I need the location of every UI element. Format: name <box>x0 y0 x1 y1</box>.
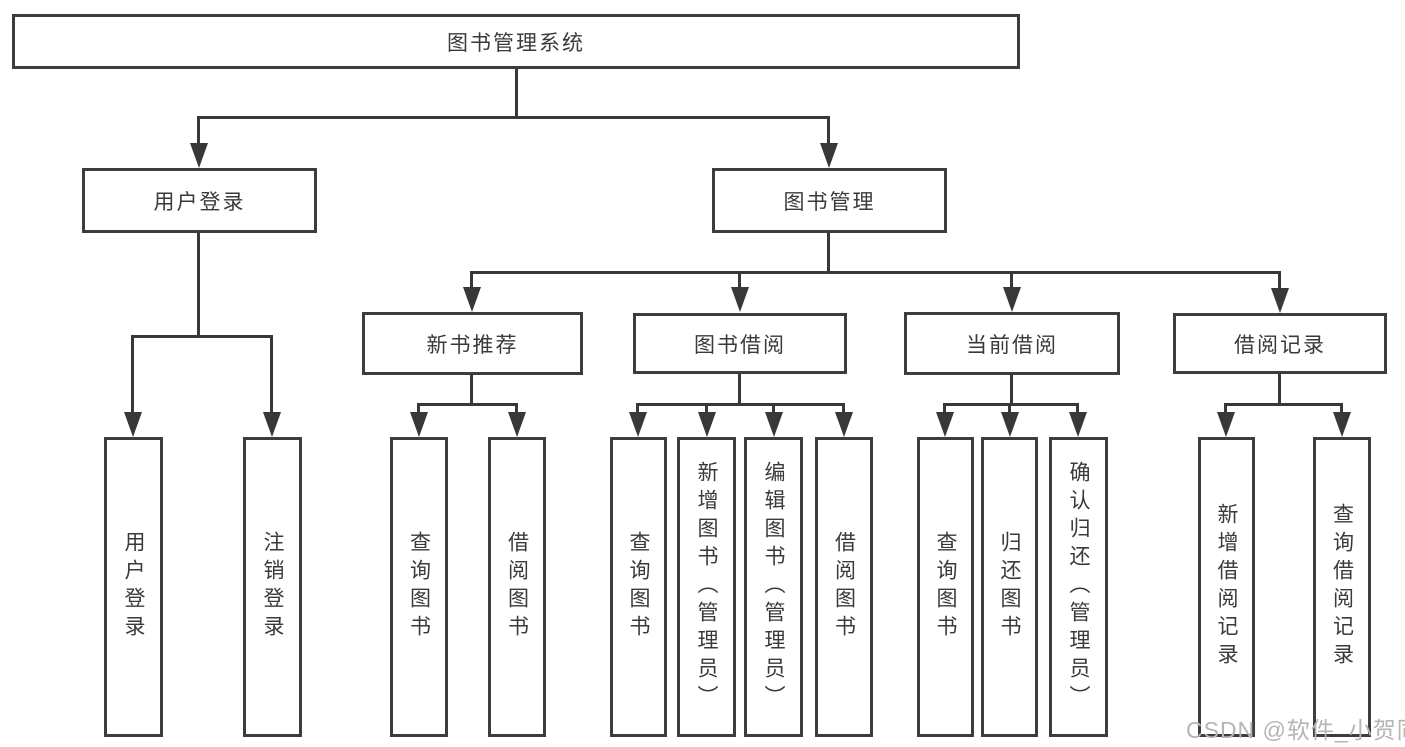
connector-drop <box>943 404 946 414</box>
csdn-watermark: CSDN @软件_小贺同学 <box>1186 711 1405 745</box>
arrowhead-down-icon <box>731 287 749 312</box>
connector-drop <box>1010 272 1013 289</box>
node-query-borrow-record-label: 查询借阅记录 <box>1330 503 1354 671</box>
arrowhead-down-icon <box>820 143 838 168</box>
node-book-borrowing: 图书借阅 <box>633 313 847 374</box>
node-borrow-books-under-borrowing: 借阅图书 <box>815 437 873 737</box>
arrowhead-down-icon <box>410 412 428 437</box>
node-current-borrowing-label: 当前借阅 <box>966 333 1058 357</box>
node-user-login-label: 用户登录 <box>153 190 246 214</box>
arrowhead-down-icon <box>463 287 481 312</box>
connector-drop <box>1076 404 1079 414</box>
connector-drop <box>1224 404 1227 414</box>
connector-new-book-split <box>417 403 518 406</box>
connector-drop <box>1008 404 1011 414</box>
arrowhead-down-icon <box>698 412 716 437</box>
arrowhead-down-icon <box>1333 412 1351 437</box>
arrowhead-down-icon <box>1069 412 1087 437</box>
connector-drop <box>131 336 134 414</box>
node-user-login-leaf-label: 用户登录 <box>122 531 145 643</box>
node-book-borrowing-label: 图书借阅 <box>694 333 786 357</box>
connector-drop <box>197 117 200 145</box>
node-user-login: 用户登录 <box>82 168 317 233</box>
connector-drop <box>827 117 830 145</box>
arrowhead-down-icon <box>190 143 208 168</box>
node-query-books-label: 查询图书 <box>407 531 431 643</box>
connector-level1-split <box>197 116 830 119</box>
node-query-books-label: 查询图书 <box>934 531 957 643</box>
node-edit-books-admin-label: 编辑图书（管理员） <box>762 461 785 713</box>
arrowhead-down-icon <box>1217 412 1235 437</box>
connector-drop <box>772 404 775 414</box>
node-borrow-books-label: 借阅图书 <box>505 531 529 643</box>
connector-book-borrow-split <box>636 403 845 406</box>
node-new-book-recommend: 新书推荐 <box>362 312 583 375</box>
connector-new-book-stem <box>470 374 473 405</box>
node-borrowing-records: 借阅记录 <box>1173 313 1387 374</box>
node-add-borrow-record: 新增借阅记录 <box>1198 437 1255 737</box>
connector-drop <box>515 404 518 414</box>
node-root: 图书管理系统 <box>12 14 1020 69</box>
connector-drop <box>705 404 708 414</box>
node-new-book-recommend-label: 新书推荐 <box>426 333 519 357</box>
connector-drop <box>1340 404 1343 414</box>
node-add-books-admin: 新增图书（管理员） <box>677 437 736 737</box>
arrowhead-down-icon <box>263 412 281 437</box>
node-add-books-admin-label: 新增图书（管理员） <box>695 461 718 713</box>
node-query-books-under-recommend: 查询图书 <box>390 437 448 737</box>
node-borrowing-records-label: 借阅记录 <box>1234 333 1326 357</box>
node-user-login-leaf: 用户登录 <box>104 437 163 737</box>
node-current-borrowing: 当前借阅 <box>904 312 1120 375</box>
arrowhead-down-icon <box>1003 287 1021 312</box>
connector-borrow-record-split <box>1224 403 1343 406</box>
node-edit-books-admin: 编辑图书（管理员） <box>744 437 803 737</box>
node-confirm-return-admin: 确认归还（管理员） <box>1049 437 1108 737</box>
connector-root-stem <box>515 69 518 119</box>
connector-current-borrow-stem <box>1010 374 1013 405</box>
node-logout-leaf: 注销登录 <box>243 437 302 737</box>
connector-drop <box>842 404 845 414</box>
connector-drop <box>470 272 473 289</box>
connector-drop <box>636 404 639 414</box>
node-logout-leaf-label: 注销登录 <box>261 531 284 643</box>
connector-drop <box>1278 272 1281 289</box>
arrowhead-down-icon <box>835 412 853 437</box>
connector-user-login-stem <box>197 233 200 337</box>
arrowhead-down-icon <box>1001 412 1019 437</box>
node-return-books-label: 归还图书 <box>998 531 1021 643</box>
node-book-management-label: 图书管理 <box>783 190 876 214</box>
connector-drop <box>417 404 420 414</box>
node-query-books-label: 查询图书 <box>627 531 650 643</box>
connector-user-login-split <box>131 335 273 338</box>
node-return-books: 归还图书 <box>981 437 1038 737</box>
arrowhead-down-icon <box>508 412 526 437</box>
node-query-books-under-current: 查询图书 <box>917 437 974 737</box>
node-query-books-under-borrowing: 查询图书 <box>610 437 667 737</box>
node-borrow-books-label: 借阅图书 <box>832 531 856 643</box>
arrowhead-down-icon <box>629 412 647 437</box>
node-query-borrow-record: 查询借阅记录 <box>1313 437 1371 737</box>
csdn-watermark-gray: CSDN @软件_小贺同 <box>1186 717 1405 743</box>
connector-borrow-record-stem <box>1278 374 1281 405</box>
node-confirm-return-admin-label: 确认归还（管理员） <box>1067 461 1090 713</box>
node-book-management: 图书管理 <box>712 168 947 233</box>
arrowhead-down-icon <box>936 412 954 437</box>
connector-drop <box>270 336 273 414</box>
connector-book-borrow-stem <box>738 374 741 405</box>
node-borrow-books-under-recommend: 借阅图书 <box>488 437 546 737</box>
connector-drop <box>738 272 741 289</box>
arrowhead-down-icon <box>1271 288 1289 313</box>
arrowhead-down-icon <box>124 412 142 437</box>
arrowhead-down-icon <box>765 412 783 437</box>
connector-book-mgmt-stem <box>827 233 830 273</box>
connector-current-borrow-split <box>943 403 1079 406</box>
connector-level2-split <box>470 271 1281 274</box>
node-add-borrow-record-label: 新增借阅记录 <box>1215 503 1238 671</box>
node-root-label: 图书管理系统 <box>447 31 585 55</box>
